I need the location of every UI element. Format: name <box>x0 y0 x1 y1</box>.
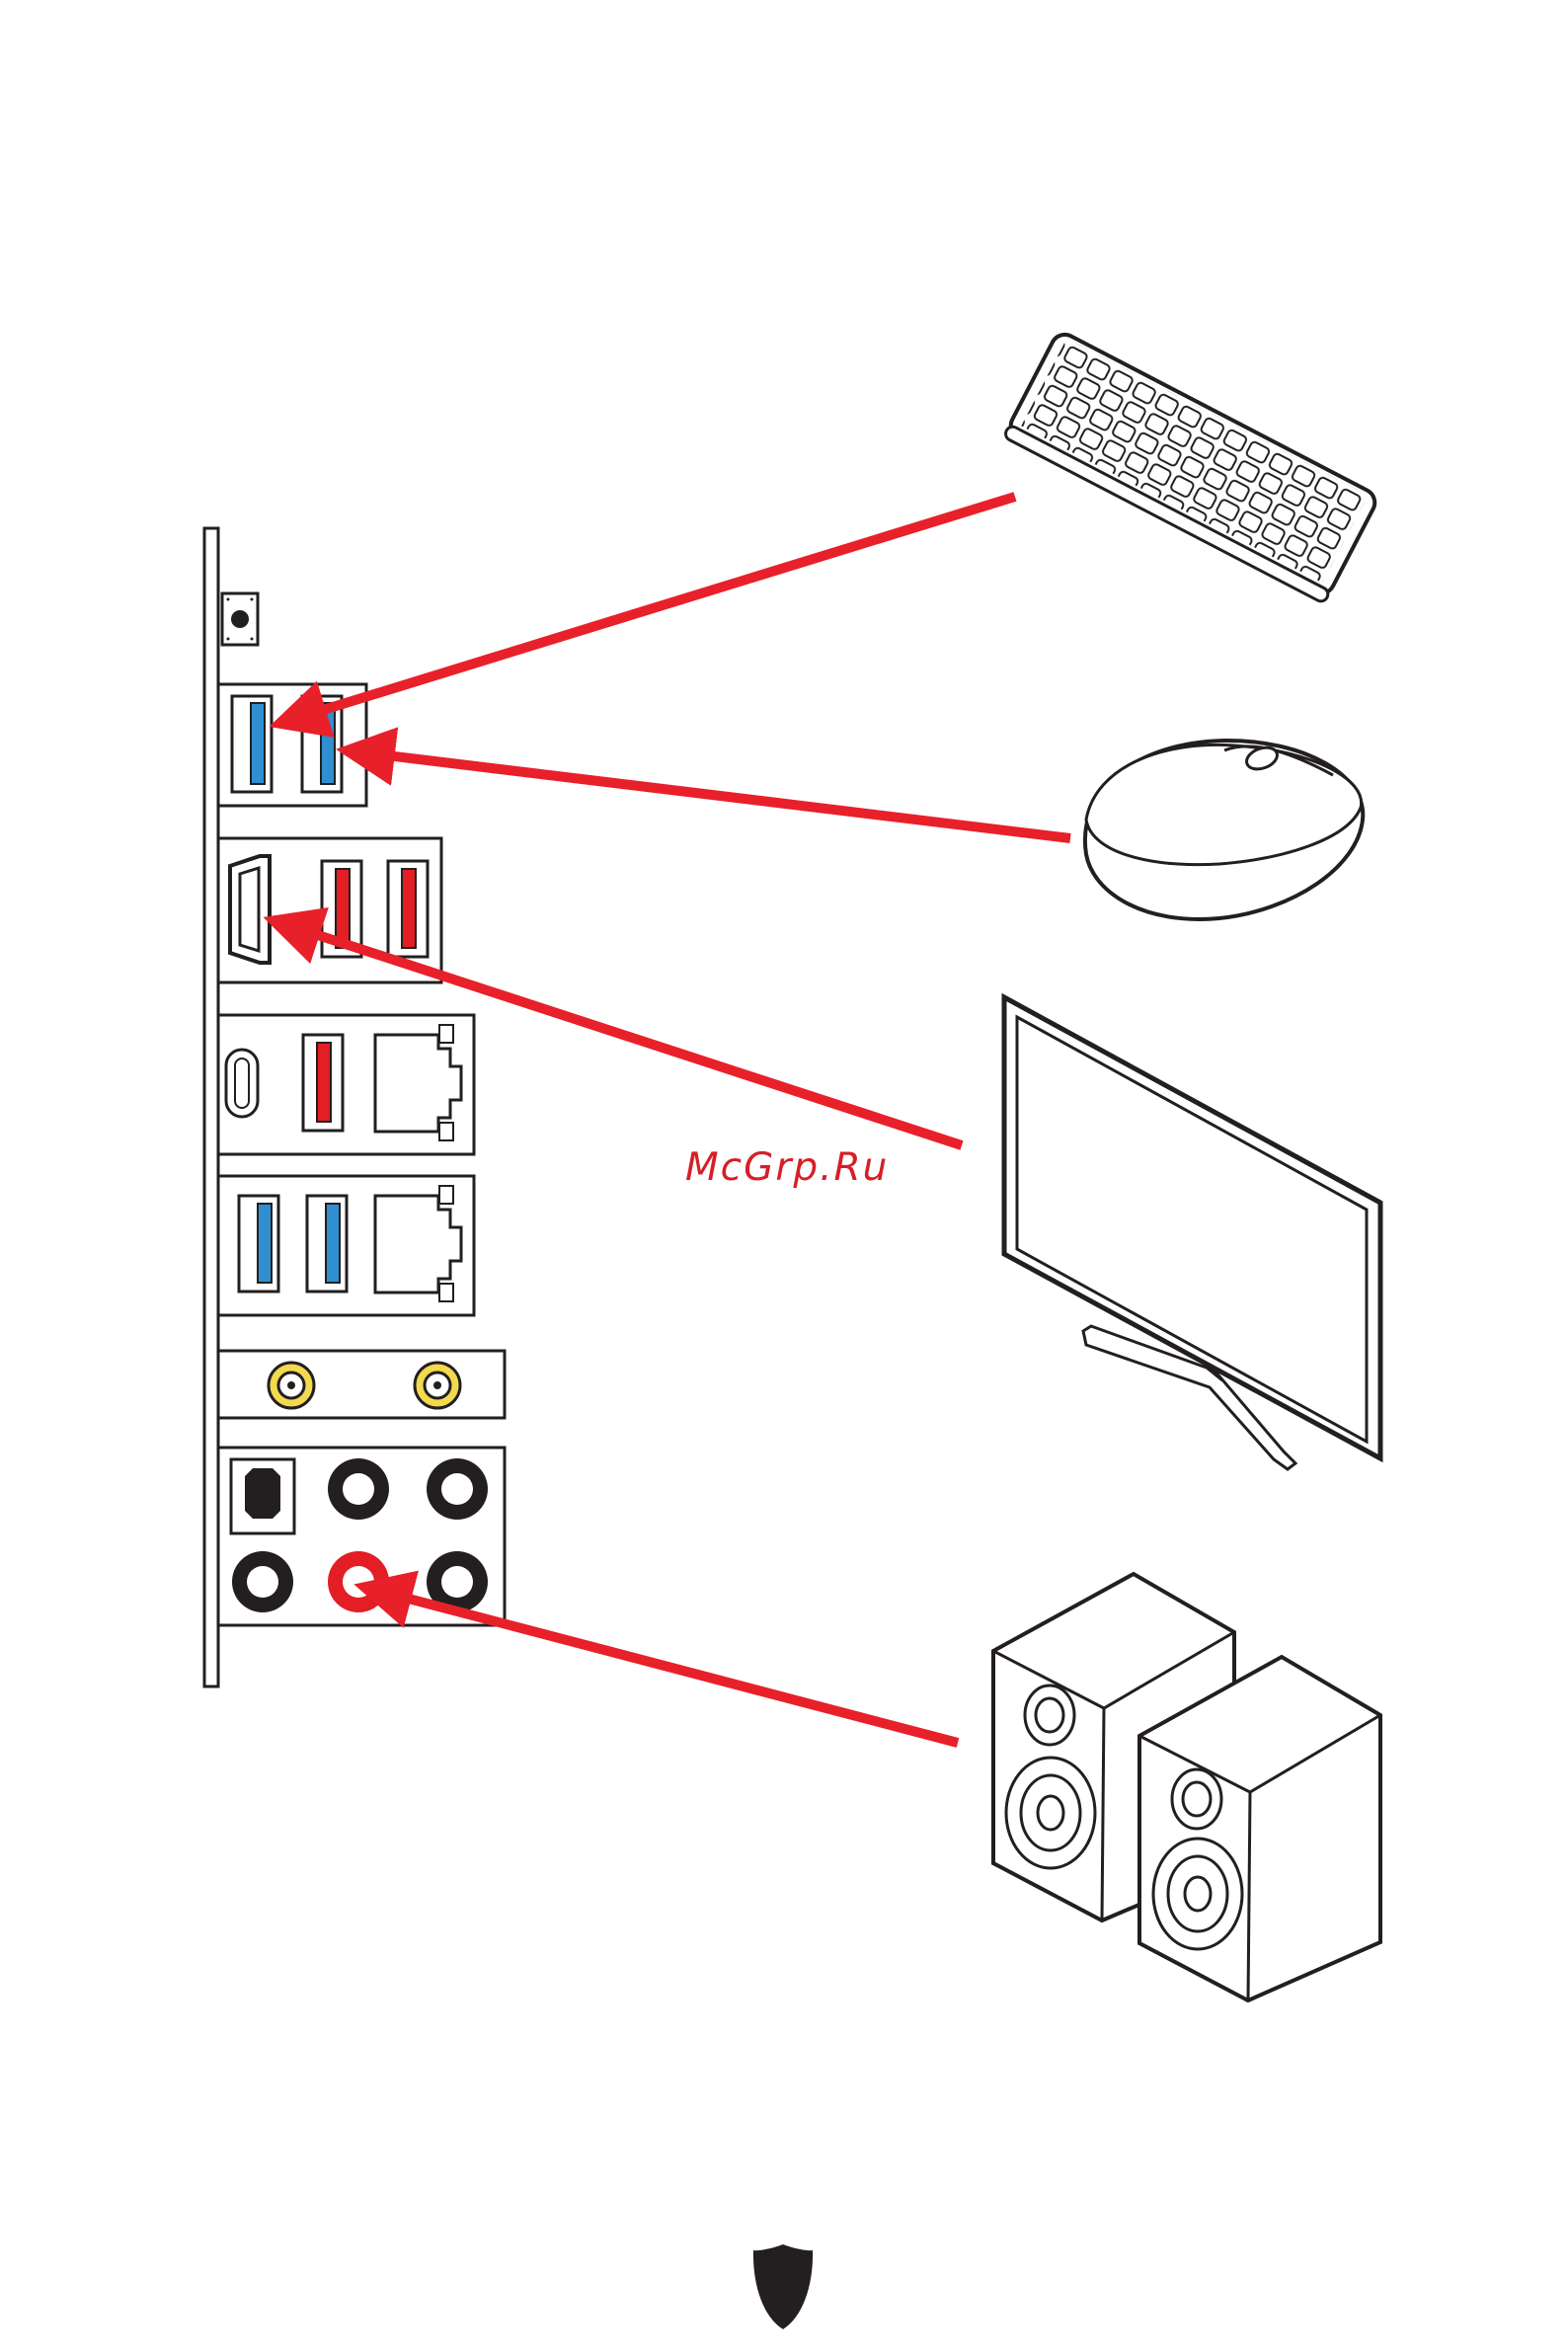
port-block-antenna <box>218 1351 505 1418</box>
usb-port-red[interactable] <box>388 861 428 957</box>
wifi-antenna-connector[interactable] <box>415 1363 460 1408</box>
monitor <box>1004 997 1380 1469</box>
mouse <box>1085 741 1363 919</box>
arrow-keyboard-to-usb <box>278 497 1015 724</box>
audio-line-out-jack[interactable] <box>328 1551 389 1612</box>
hdmi-port[interactable] <box>230 856 270 963</box>
usb-port-blue[interactable] <box>232 696 272 792</box>
shield-logo-icon <box>753 2244 813 2329</box>
wifi-antenna-connector[interactable] <box>269 1363 314 1408</box>
audio-jack[interactable] <box>328 1458 389 1520</box>
lan-port[interactable] <box>375 1025 461 1140</box>
watermark-text: McGrp.Ru <box>685 1145 889 1190</box>
arrow-mouse-to-usb <box>346 750 1070 838</box>
usb-port-blue[interactable] <box>239 1196 278 1292</box>
audio-jack[interactable] <box>427 1458 488 1520</box>
optical-spdif-port[interactable] <box>231 1459 294 1533</box>
usb-type-c-port[interactable] <box>226 1050 258 1117</box>
usb-port-blue[interactable] <box>307 1196 347 1292</box>
speakers <box>993 1574 1380 2000</box>
usb-port-red[interactable] <box>303 1035 343 1131</box>
lan-port[interactable] <box>375 1186 461 1301</box>
arrow-speakers-to-audio <box>363 1587 958 1743</box>
clear-cmos-button[interactable] <box>222 593 258 645</box>
audio-jack[interactable] <box>232 1551 293 1612</box>
keyboard <box>1003 330 1379 603</box>
